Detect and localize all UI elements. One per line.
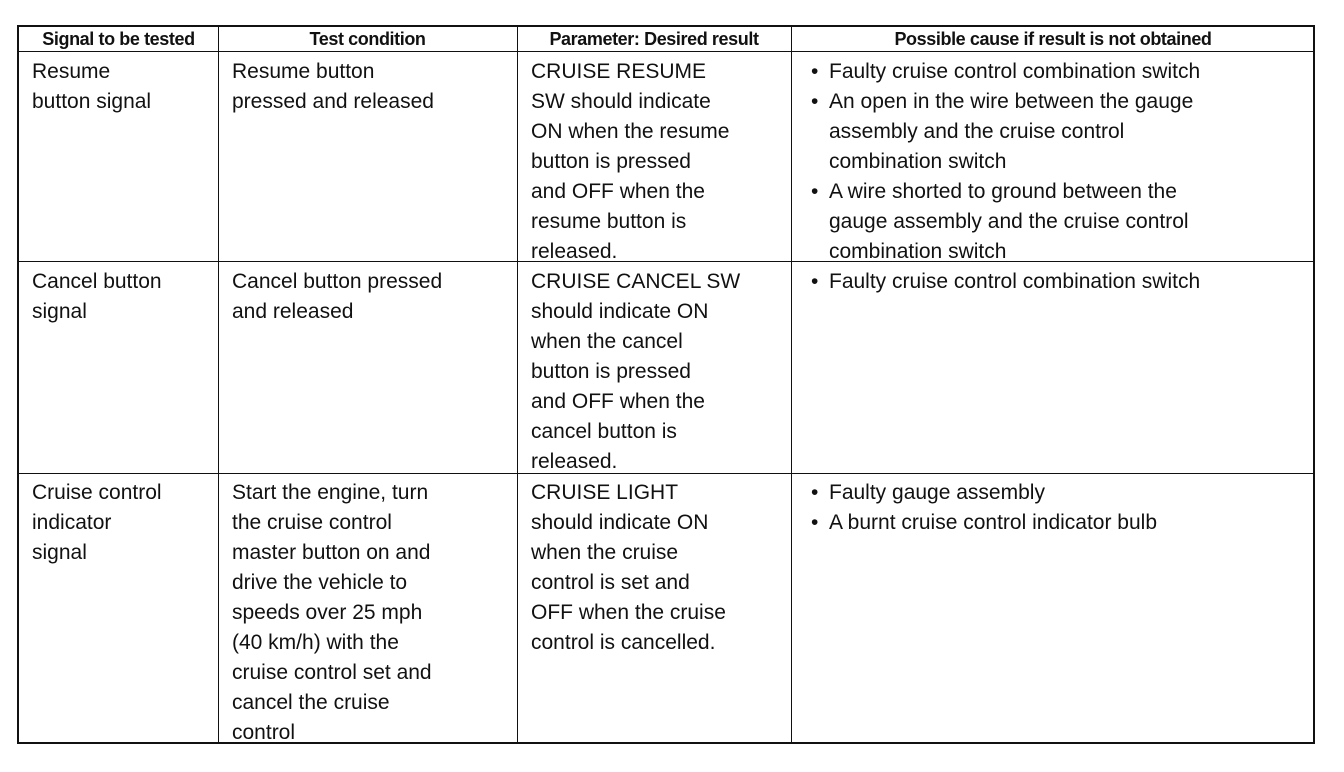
bullet-icon: • [811, 270, 819, 293]
cause-list-item: • An open in the wire between the gauge … [805, 87, 1200, 177]
condition-cell: Start the engine, turn the cruise contro… [232, 481, 432, 744]
signal-cell: Cancel button signal [32, 270, 162, 323]
causes-cell: • Faulty gauge assembly • A burnt cruise… [805, 478, 1157, 538]
cause-list-item: • Faulty cruise control combination swit… [805, 267, 1200, 297]
column-header-test-condition: Test condition [309, 29, 426, 49]
result-cell: CRUISE RESUME SW should indicate ON when… [531, 60, 730, 263]
column-header-desired-result: Parameter: Desired result [549, 29, 759, 49]
result-cell: CRUISE LIGHT should indicate ON when the… [531, 481, 726, 654]
bullet-icon: • [811, 180, 819, 203]
cause-list-item: • A wire shorted to ground between the g… [805, 177, 1200, 267]
row-divider [19, 261, 1313, 262]
result-cell: CRUISE CANCEL SW should indicate ON when… [531, 270, 741, 473]
cause-list-item: • Faulty cruise control combination swit… [805, 57, 1200, 87]
bullet-icon: • [811, 60, 819, 83]
causes-cell: • Faulty cruise control combination swit… [805, 267, 1200, 297]
causes-cell: • Faulty cruise control combination swit… [805, 57, 1200, 267]
condition-cell: Cancel button pressed and released [232, 270, 443, 323]
signal-cell: Resume button signal [32, 60, 152, 113]
diagnostic-table: Signal to be tested Test condition Param… [17, 25, 1315, 744]
cause-list-item: • A burnt cruise control indicator bulb [805, 508, 1157, 538]
column-divider [218, 27, 219, 742]
header-divider [19, 51, 1313, 52]
column-header-signal: Signal to be tested [42, 29, 195, 49]
column-divider [517, 27, 518, 742]
bullet-icon: • [811, 481, 819, 504]
column-divider [791, 27, 792, 742]
column-header-possible-cause: Possible cause if result is not obtained [894, 29, 1212, 49]
bullet-icon: • [811, 90, 819, 113]
bullet-icon: • [811, 511, 819, 534]
signal-cell: Cruise control indicator signal [32, 481, 162, 564]
condition-cell: Resume button pressed and released [232, 60, 434, 113]
row-divider [19, 473, 1313, 474]
cause-list-item: • Faulty gauge assembly [805, 478, 1157, 508]
